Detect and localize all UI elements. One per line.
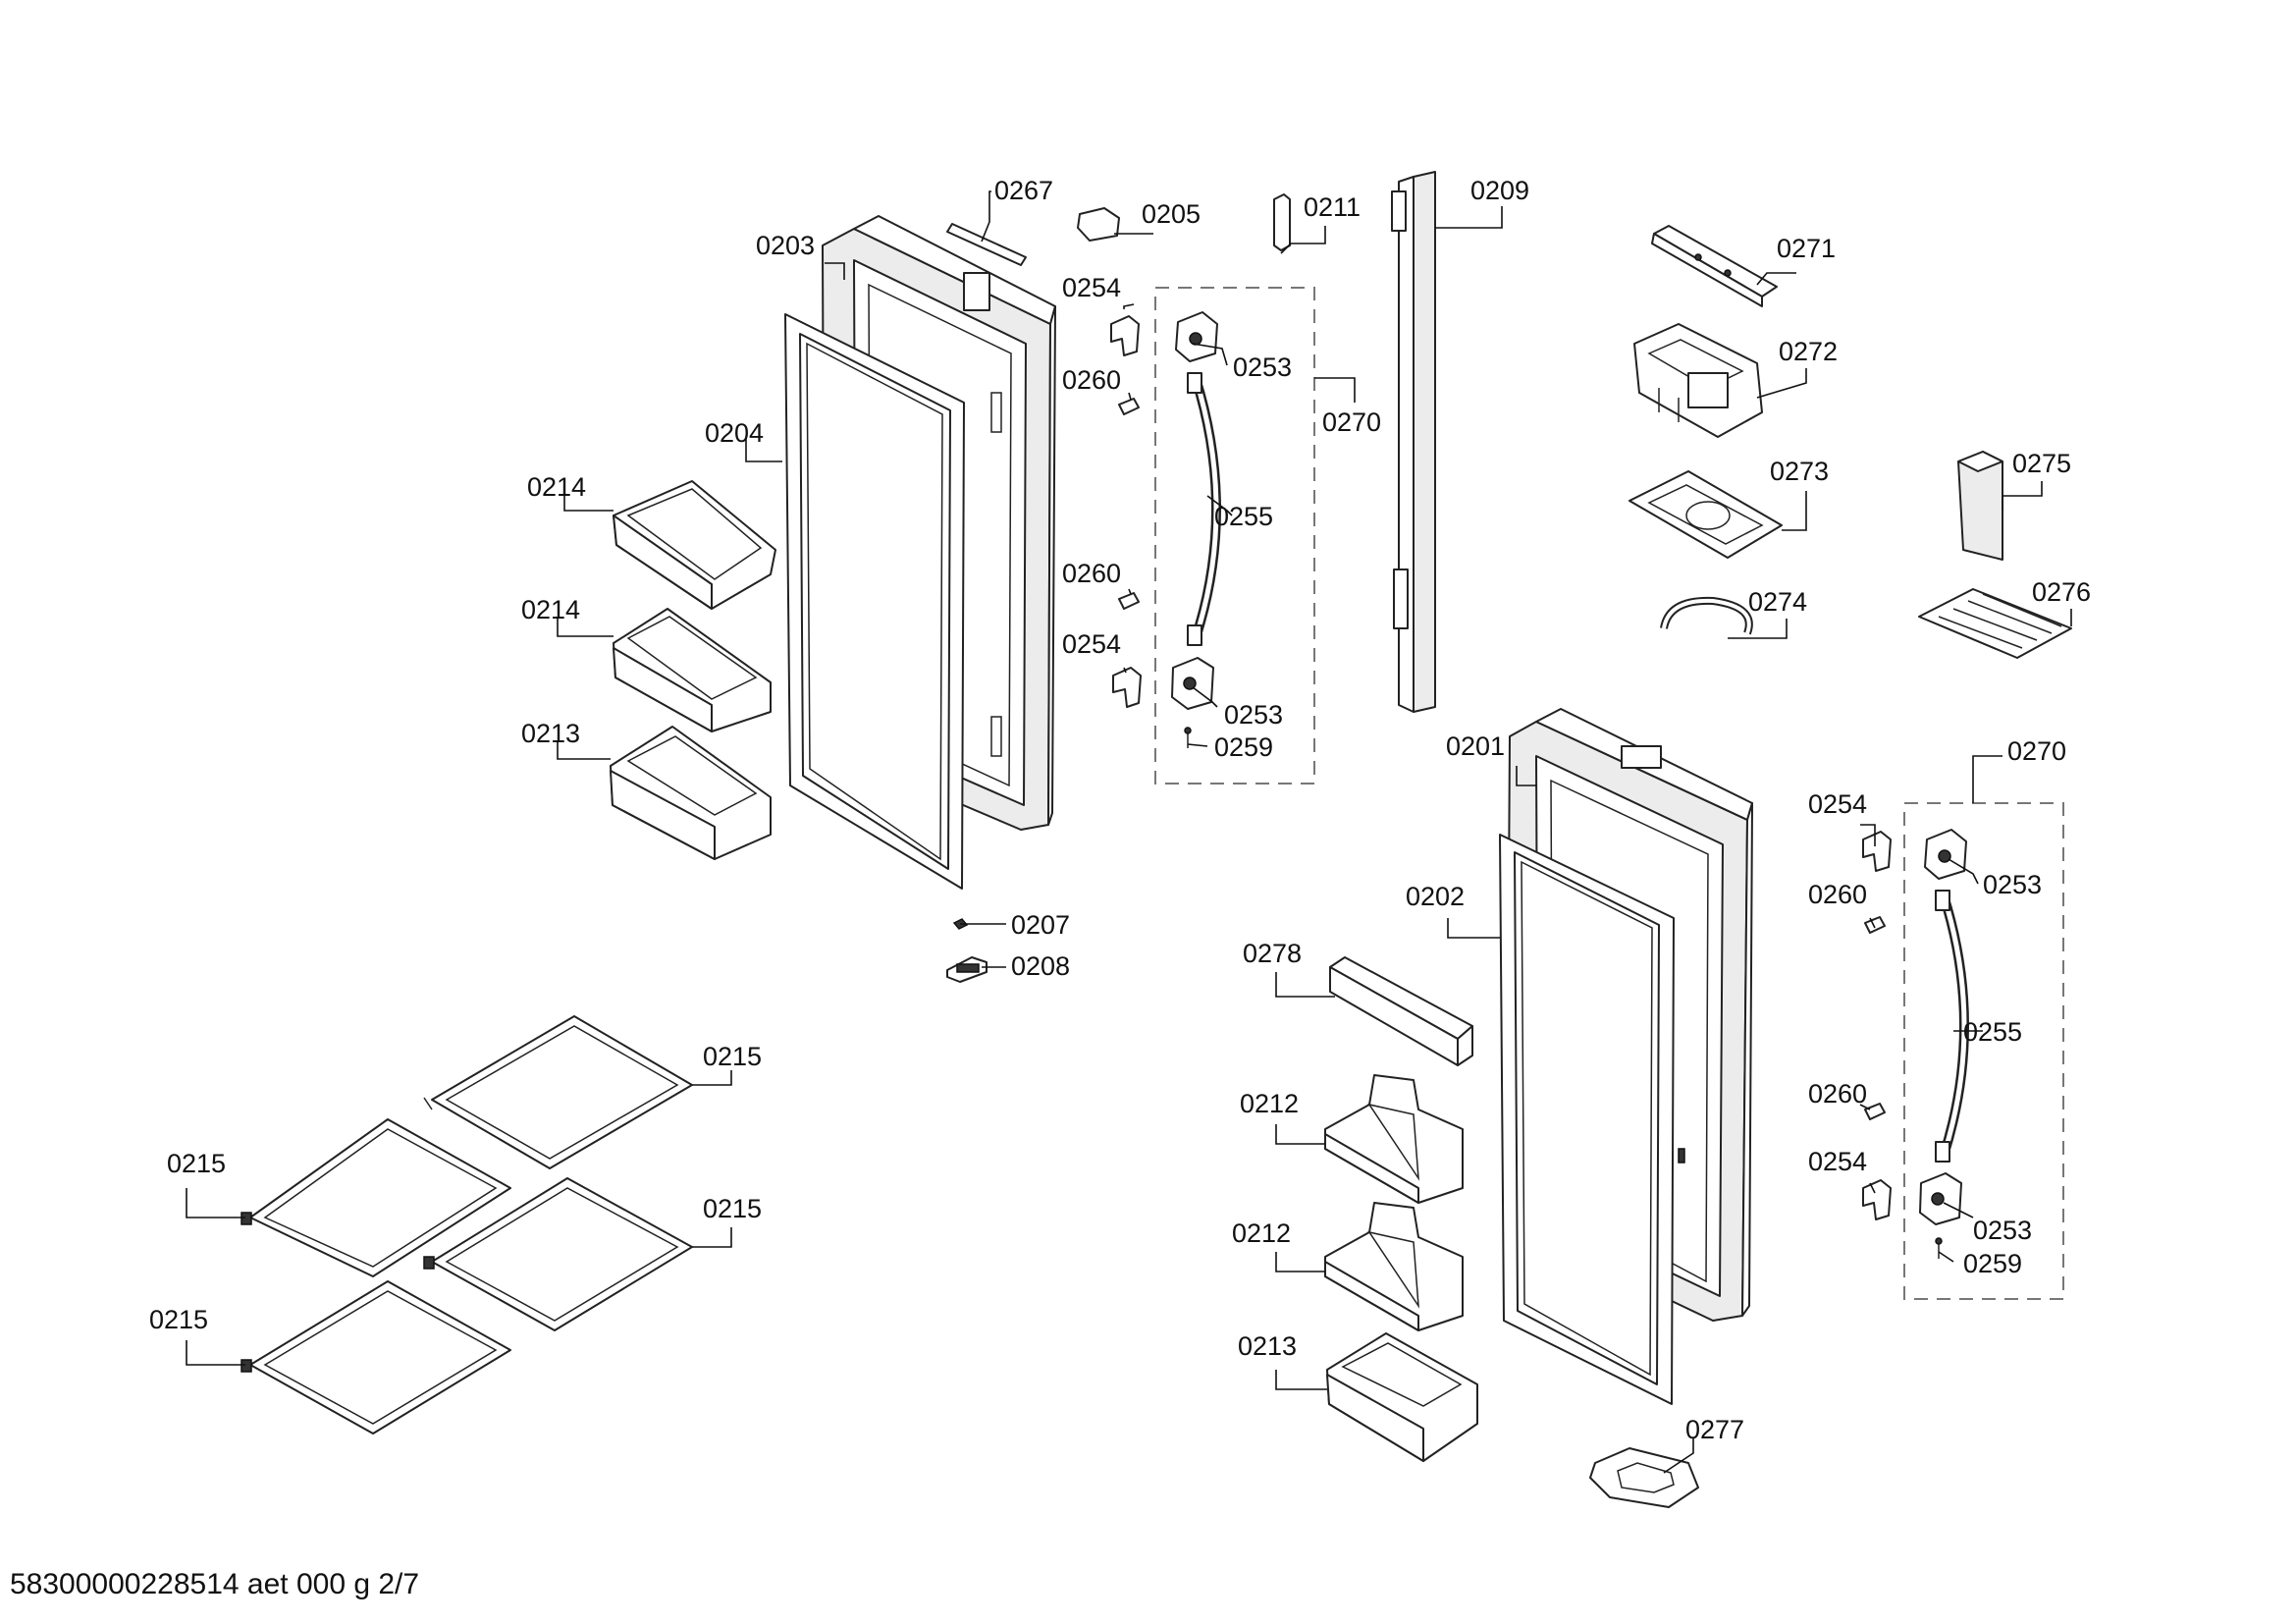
label-0254-left-bottom: 0254	[1062, 629, 1121, 659]
shelf-0215-top-left	[240, 1118, 511, 1277]
left-door-bin-0214-top	[613, 480, 776, 610]
label-0253-right-top: 0253	[1983, 870, 2042, 899]
label-0204: 0204	[705, 418, 764, 448]
label-0260-left-top: 0260	[1062, 365, 1121, 395]
label-0274: 0274	[1748, 587, 1807, 617]
label-0203: 0203	[756, 231, 815, 260]
part-0211-clip	[1273, 193, 1291, 251]
label-0271: 0271	[1777, 234, 1836, 263]
label-0253-left-bottom: 0253	[1224, 700, 1283, 730]
part-0267-strip	[946, 223, 1027, 266]
label-0254-left-top: 0254	[1062, 273, 1121, 302]
label-0255-right: 0255	[1963, 1017, 2022, 1047]
label-0213-left: 0213	[521, 719, 580, 748]
label-0277: 0277	[1685, 1415, 1744, 1444]
label-0260-left-bottom: 0260	[1062, 559, 1121, 588]
label-0209: 0209	[1470, 176, 1529, 205]
part-0274-ring	[1660, 596, 1753, 635]
right-small-brackets	[1862, 831, 1892, 1220]
leader-lines	[186, 190, 2072, 1474]
label-0270-right: 0270	[2007, 736, 2066, 766]
left-small-brackets	[1110, 315, 1142, 708]
label-0214-top: 0214	[527, 472, 586, 502]
label-0253-left-top: 0253	[1233, 352, 1292, 382]
right-door-bin-0213	[1326, 1332, 1478, 1462]
label-0213-right: 0213	[1238, 1331, 1297, 1361]
part-0277-seal	[1589, 1447, 1699, 1508]
right-door-gasket	[1499, 834, 1675, 1405]
label-0212-top: 0212	[1240, 1089, 1299, 1118]
part-0205-cap	[1077, 207, 1120, 242]
part-0275-panel	[1957, 451, 2003, 561]
left-door-gasket	[784, 313, 965, 890]
label-0215-bottom-left: 0215	[149, 1305, 208, 1334]
label-0253-right-bottom: 0253	[1973, 1216, 2032, 1245]
right-handle-group	[1903, 802, 2064, 1300]
label-0212-bottom: 0212	[1232, 1218, 1291, 1248]
label-0208: 0208	[1011, 951, 1070, 981]
part-0273-tray	[1629, 470, 1783, 559]
left-door-bin-0213	[610, 726, 772, 860]
label-0255-left: 0255	[1214, 502, 1273, 531]
label-0270-left: 0270	[1322, 407, 1381, 437]
label-0259-right: 0259	[1963, 1249, 2022, 1278]
label-0275: 0275	[2012, 449, 2071, 478]
label-0215-top-right: 0215	[703, 1042, 762, 1071]
left-door-bin-0214-mid	[613, 608, 772, 732]
left-handle-group	[1154, 287, 1315, 785]
label-0207: 0207	[1011, 910, 1070, 940]
shelf-0215-top-right	[423, 1015, 693, 1169]
hinge-strip-0209	[1391, 171, 1436, 713]
part-0276-grille	[1918, 588, 2072, 659]
part-0208	[946, 956, 988, 983]
label-0276: 0276	[2032, 577, 2091, 607]
shelf-0215-bottom-left	[240, 1280, 511, 1435]
label-0205: 0205	[1142, 199, 1201, 229]
label-0259-left: 0259	[1214, 732, 1273, 762]
label-0215-top-left: 0215	[167, 1149, 226, 1178]
right-door-bin-0212-top	[1324, 1074, 1464, 1204]
group-0270-right-box	[1903, 802, 2064, 1300]
right-door-bin-0278	[1329, 956, 1473, 1066]
part-0272-module	[1633, 323, 1763, 438]
label-0278: 0278	[1243, 939, 1302, 968]
document-footer-code: 58300000228514 aet 000 g 2/7	[10, 1568, 419, 1600]
label-0214-mid: 0214	[521, 595, 580, 624]
callout-labels: 0267 0205 0211 0209 0203 0254 0253 0260 …	[149, 176, 2091, 1444]
right-door-bin-0212-bottom	[1324, 1202, 1464, 1331]
label-0260-right-top: 0260	[1808, 880, 1867, 909]
label-0202: 0202	[1406, 882, 1465, 911]
label-0254-right-top: 0254	[1808, 789, 1867, 819]
label-0260-right-bottom: 0260	[1808, 1079, 1867, 1109]
label-0201: 0201	[1446, 731, 1505, 761]
label-0211: 0211	[1304, 192, 1361, 222]
label-0273: 0273	[1770, 457, 1829, 486]
label-0215-mid-right: 0215	[703, 1194, 762, 1223]
label-0272: 0272	[1779, 337, 1838, 366]
label-0254-right-bottom: 0254	[1808, 1147, 1867, 1176]
label-0267: 0267	[994, 176, 1053, 205]
part-0271-bar	[1651, 225, 1778, 307]
group-0270-left-box	[1154, 287, 1315, 785]
